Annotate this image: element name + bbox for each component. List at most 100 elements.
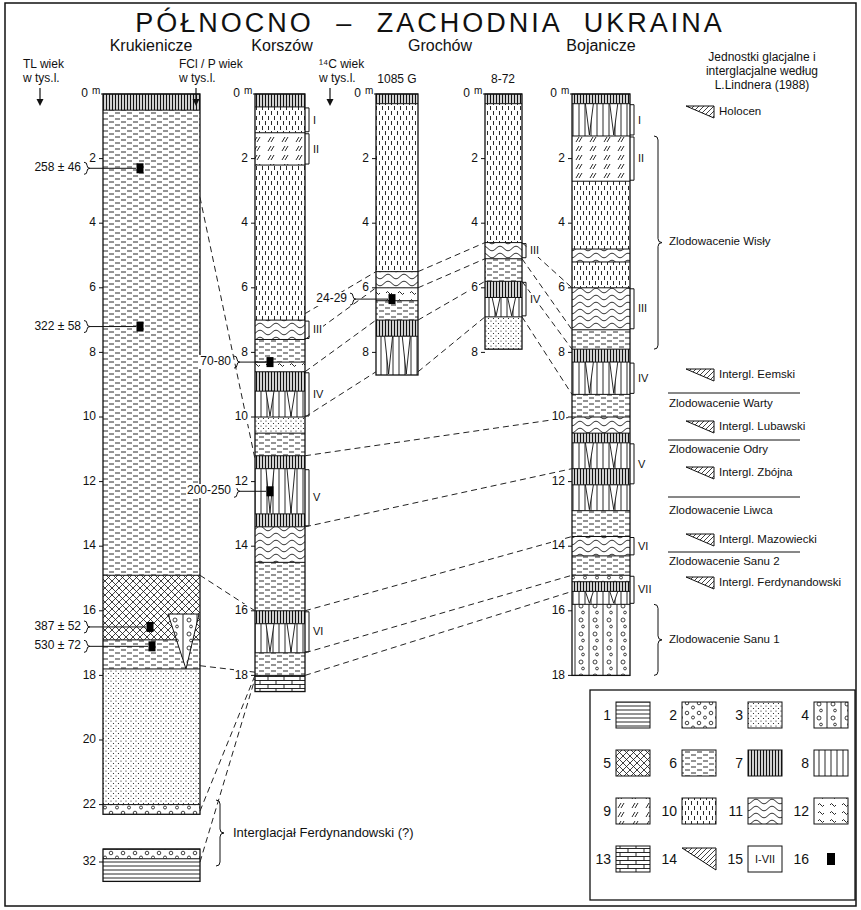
depth-value: 8: [240, 346, 249, 360]
depth-value: 18: [234, 669, 249, 683]
depth-tick: [99, 158, 103, 159]
depth-tick: [568, 675, 572, 676]
frame: [5, 3, 856, 906]
brace: [84, 321, 90, 333]
depth-value: 18: [82, 669, 97, 683]
depth-value: 2: [240, 152, 249, 166]
sediment-layer: [255, 611, 305, 624]
depth-value: 12: [551, 475, 566, 489]
depth-tick: [99, 862, 103, 863]
stratigraphic-unit: Zlodowacenie Odry: [668, 443, 769, 456]
unit-separator: [668, 552, 800, 553]
age-value: 530 ± 72: [33, 639, 82, 653]
legend-number: 4: [800, 707, 810, 723]
sample-marker: [149, 641, 156, 651]
sediment-layer: [255, 653, 305, 676]
depth-tick: [251, 158, 255, 159]
depth-unit: m: [560, 85, 570, 97]
ice-wedge: [266, 624, 274, 652]
depth-unit: m: [243, 85, 253, 97]
layer-boundary: [572, 394, 630, 395]
sediment-layer: [572, 443, 630, 469]
depth-tick: [481, 287, 485, 288]
legend-swatch: [616, 750, 650, 776]
sediment-layer: [572, 288, 630, 330]
sample-marker: [137, 163, 144, 173]
age-axis-arrow: [39, 88, 40, 100]
ice-wedge: [585, 591, 593, 603]
depth-tick: [481, 352, 485, 353]
correlation-line: [418, 281, 485, 320]
depth-tick: [568, 158, 572, 159]
age-value: 24-29: [315, 292, 348, 306]
legend-swatch: [748, 702, 782, 728]
sediment-layer: [255, 339, 305, 362]
ice-wedge-cast: [168, 614, 199, 669]
unit-numeral: II: [637, 152, 645, 165]
stratigraphic-unit: Zlodowacenie Liwca: [668, 504, 774, 517]
arrow-head: [37, 99, 44, 106]
depth-value: 14: [82, 539, 97, 553]
sediment-layer: [572, 433, 630, 443]
legend-swatch: [682, 798, 716, 824]
interglacial-symbol: [686, 421, 714, 433]
sediment-layer: [255, 562, 305, 610]
sediment-layer: [103, 110, 200, 575]
depth-value: 8: [361, 346, 370, 360]
layer-boundary: [255, 526, 305, 527]
depth-tick: [251, 546, 255, 547]
unit-bracket: [630, 289, 634, 329]
legend-swatch: [748, 846, 782, 872]
legend-swatch: [682, 750, 716, 776]
depth-tick: [568, 223, 572, 224]
layer-boundary: [485, 297, 522, 298]
legend-number: 6: [668, 755, 678, 771]
depth-value: 0: [462, 87, 471, 101]
sediment-layer: [572, 556, 630, 575]
sediment-layer: [103, 94, 200, 110]
correlation-line: [305, 288, 376, 340]
layer-boundary: [572, 329, 630, 330]
correlation-line: [305, 272, 376, 314]
ice-wedge: [585, 362, 593, 393]
interglacial-note: Interglacjał Ferdynandowski (?): [232, 826, 415, 841]
layer-boundary: [255, 455, 305, 456]
depth-tick: [372, 158, 376, 159]
depth-tick: [99, 610, 103, 611]
legend-number: 14: [660, 851, 678, 867]
depth-value: 0: [80, 87, 89, 101]
ice-wedge: [610, 362, 618, 393]
layer-boundary: [255, 339, 305, 340]
depth-value: 4: [557, 216, 566, 230]
sediment-layer: [485, 243, 522, 259]
depth-tick: [568, 481, 572, 482]
ice-wedge: [585, 104, 593, 135]
unit-bracket: [305, 108, 309, 132]
layer-boundary: [376, 103, 418, 104]
interglacial-symbol: [686, 106, 714, 118]
legend-number: 9: [602, 803, 612, 819]
axis-header: TL wiek w tys.l.: [22, 58, 72, 86]
ice-wedge: [610, 104, 618, 135]
depth-tick: [481, 158, 485, 159]
layer-boundary: [572, 536, 630, 537]
legend-number: 5: [602, 755, 612, 771]
sediment-layer: [572, 349, 630, 362]
correlation-line: [418, 317, 485, 372]
axis-header: ¹⁴C wiek w tys.l.: [318, 58, 368, 86]
sediment-layer: [255, 94, 305, 107]
depth-tick: [99, 287, 103, 288]
unit-bracket: [305, 612, 309, 652]
legend-number: 3: [734, 707, 744, 723]
unit-bracket: [305, 134, 309, 164]
layer-boundary: [485, 103, 522, 104]
sediment-layer: [485, 317, 522, 349]
layer-boundary: [572, 287, 630, 288]
unit-bracket: [305, 321, 309, 338]
depth-tick: [568, 287, 572, 288]
depth-value: 2: [470, 152, 479, 166]
age-value: 387 ± 52: [33, 620, 82, 634]
sediment-layer: [103, 805, 200, 815]
layer-boundary: [255, 433, 305, 434]
column-outline: [485, 94, 522, 349]
